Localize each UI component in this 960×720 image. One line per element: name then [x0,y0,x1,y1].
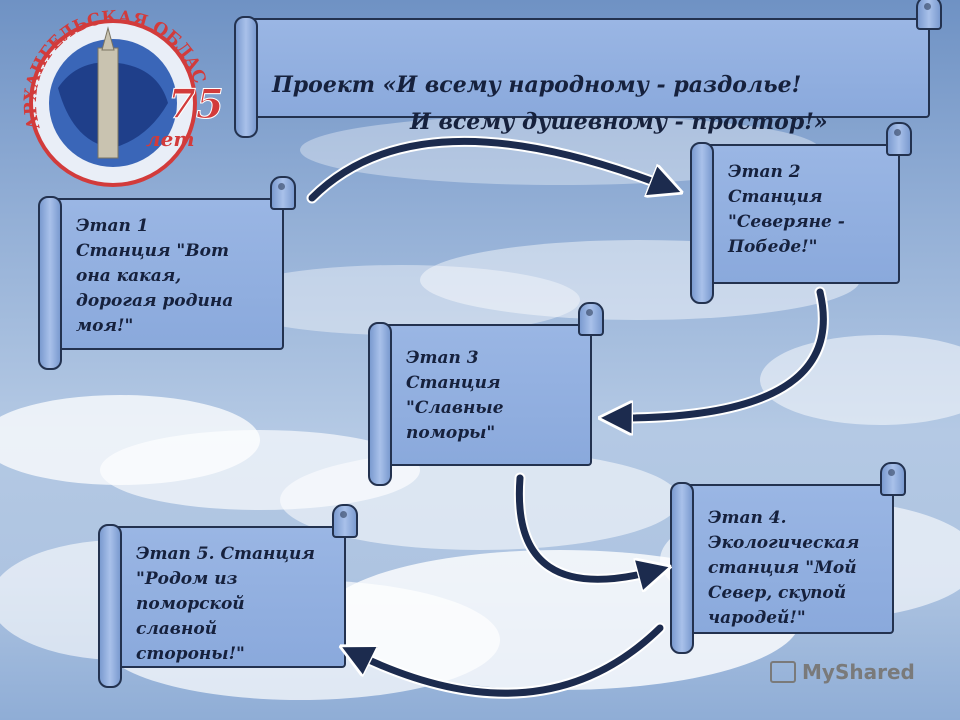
stage-1-text: Этап 1 Станция "Вот она какая, дорогая р… [76,216,234,336]
stage-2-text: Этап 2 Станция "Северяне - Победе!" [728,162,845,257]
emblem: АРХАНГЕЛЬСКАЯ ОБЛАСТЬ 75 лет [18,8,224,187]
title-line-1: Проект «И всему народному - раздолье! [272,72,802,98]
scroll-roll [234,16,258,138]
watermark-text: MyShared [802,660,915,684]
scroll-roll [368,322,392,486]
stage-5-scroll: Этап 5. Станция "Родом из поморской слав… [98,504,358,688]
scroll-roll [916,0,942,30]
scroll-roll [332,504,358,538]
emblem-number: 75 [168,81,224,128]
scroll-roll [670,482,694,654]
stage-2-scroll: Этап 2 Станция "Северяне - Победе!" [690,122,912,304]
title-scroll: Проект «И всему народному - раздолье! И … [234,0,942,138]
scroll-roll [886,122,912,156]
stage-5-text: Этап 5. Станция "Родом из поморской слав… [136,544,315,664]
scroll-roll [880,462,906,496]
scroll-roll [690,142,714,304]
scroll-roll [38,196,62,370]
stage-3-text: Этап 3 Станция "Славные поморы" [406,348,504,443]
page-title: Проект «И всему народному - раздолье! И … [272,30,914,178]
scroll-roll [270,176,296,210]
stage-4-scroll: Этап 4. Экологическая станция "Мой Север… [670,462,906,654]
watermark: MyShared [770,660,915,684]
emblem-unit: лет [146,127,195,151]
myshared-logo-icon [770,661,796,683]
scroll-roll [578,302,604,336]
scroll-roll [98,524,122,688]
stage-3-scroll: Этап 3 Станция "Славные поморы" [368,302,604,486]
stage-1-scroll: Этап 1 Станция "Вот она какая, дорогая р… [38,176,296,370]
stage-4-text: Этап 4. Экологическая станция "Мой Север… [708,508,860,628]
title-line-2: И всему душевному - простор!» [410,109,828,135]
